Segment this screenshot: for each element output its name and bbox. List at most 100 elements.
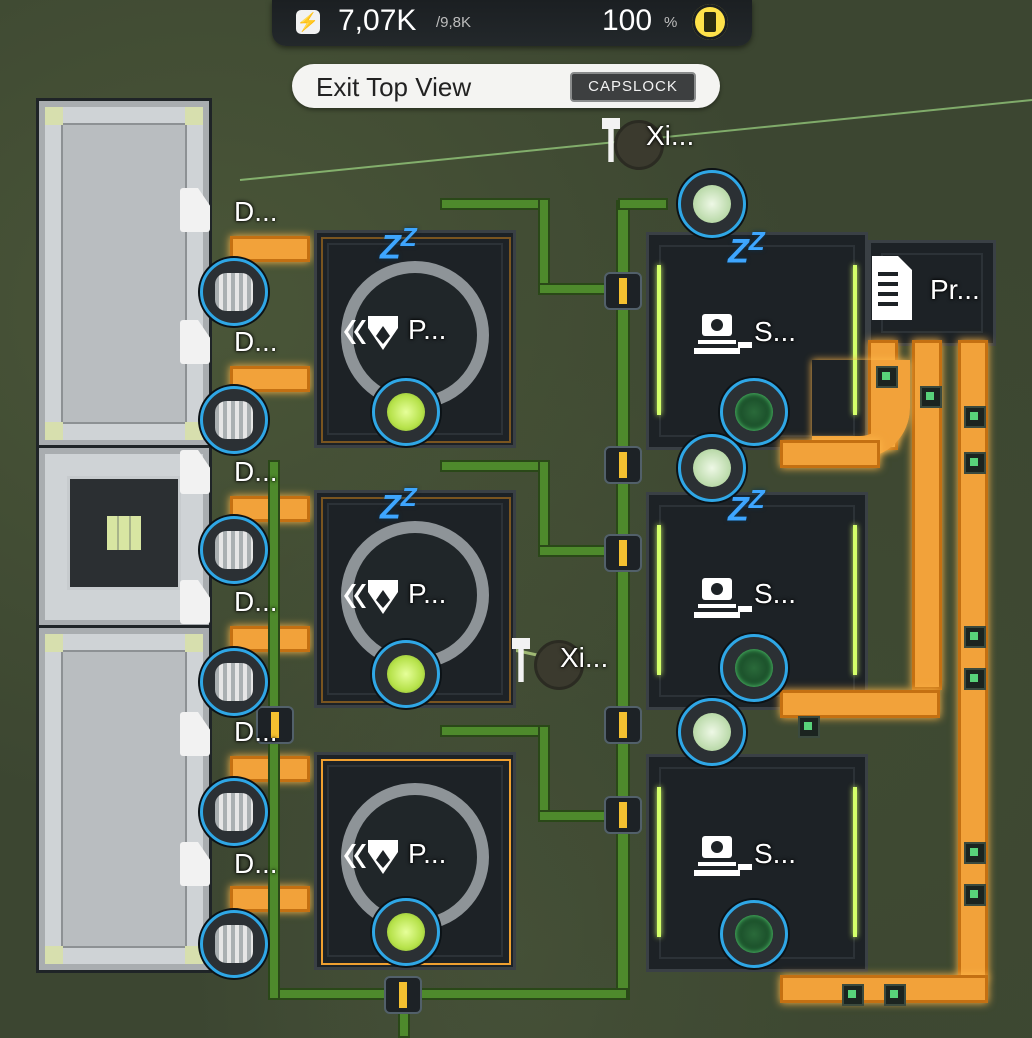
belt-item [842,984,864,1006]
shredder-input-bubble[interactable] [678,434,746,502]
pipe-junction[interactable] [604,706,642,744]
percent-value: 100 [602,4,653,37]
pylon-label: Xi... [560,642,609,673]
depot-corner [45,422,63,440]
exit-top-view-button[interactable]: Exit Top View CAPSLOCK [292,64,720,108]
shredder-glow-right [853,525,857,675]
fluid-pipe [268,988,628,1000]
belt-item [798,716,820,738]
refinery-icon [344,316,398,350]
sleep-indicator-icon: ZZ [728,226,765,271]
fluid-pipe [440,198,550,210]
belt-item [884,984,906,1006]
shredder-label: S... [754,838,797,869]
battery-icon[interactable] [692,4,728,40]
sleep-indicator-icon: ZZ [728,484,765,529]
pipe-junction[interactable] [384,976,422,1014]
depot-corner [185,422,203,440]
ore-output-bubble[interactable] [200,648,268,716]
refiner-label: P... [408,838,447,869]
refiner-output-bubble[interactable] [372,640,440,708]
belt-item [964,452,986,474]
fluid-pipe [538,725,550,820]
depot-core-grid-icon [107,516,141,550]
depot-panel [61,650,187,948]
shredder-label: S... [754,578,797,609]
depot-corner [45,634,63,652]
shredder-output-bubble[interactable] [720,900,788,968]
fluid-pipe [538,460,550,555]
refiner-label: P... [408,314,447,345]
conveyor-belt [958,340,988,980]
depot-corner [45,107,63,125]
conveyor-belt [780,690,940,718]
pipe-junction[interactable] [604,534,642,572]
unloader-label: D... [234,716,278,747]
shredder-icon [694,578,752,618]
shredder-icon [694,836,752,876]
refiner-output-bubble[interactable] [372,378,440,446]
ore-output-bubble[interactable] [200,516,268,584]
fluid-pipe [538,198,550,293]
pipe-junction[interactable] [604,272,642,310]
ore-output-bubble[interactable] [200,258,268,326]
power-value: 7,07K [338,4,417,37]
shredder-glow-right [853,787,857,937]
shredder-output-bubble[interactable] [720,378,788,446]
shredder-icon [694,314,752,354]
shredder-glow-left [657,787,661,937]
shredder-glow-left [657,265,661,415]
unloader-label: D... [234,326,278,357]
unloader-label: D... [234,456,278,487]
shredder-input-bubble[interactable] [678,170,746,238]
shredder-input-bubble[interactable] [678,698,746,766]
protocol-stash-label: Pr... [930,274,980,305]
belt-item [964,884,986,906]
sleep-indicator-icon: ZZ [380,482,417,527]
ore-output-bubble[interactable] [200,386,268,454]
storage-depot-bottom[interactable] [36,625,212,973]
depot-corner [185,634,203,652]
depot-corner [45,946,63,964]
depot-output-belt [230,236,310,262]
unloader-label: D... [234,196,278,227]
relay-pylon-middle[interactable] [534,640,584,690]
refiner-label: P... [408,578,447,609]
sleep-indicator-icon: ZZ [380,222,417,267]
belt-item [920,386,942,408]
relay-pylon-top[interactable] [614,120,664,170]
exit-top-view-label: Exit Top View [316,72,472,102]
depot-corner [185,107,203,125]
stash-icon [872,256,912,320]
refinery-icon [344,580,398,614]
pipe-junction[interactable] [256,706,294,744]
belt-item [964,668,986,690]
fluid-pipe [440,725,550,737]
pipe-junction[interactable] [604,446,642,484]
refiner-output-bubble[interactable] [372,898,440,966]
belt-item [964,626,986,648]
percent-symbol: % [664,14,678,31]
unloader-label: D... [234,586,278,617]
shredder-output-bubble[interactable] [720,634,788,702]
ore-output-bubble[interactable] [200,910,268,978]
depot-panel [61,123,187,424]
power-hud: ⚡ 7,07K /9,8K 100 % [272,0,752,46]
belt-item [964,842,986,864]
storage-depot-top[interactable] [36,98,212,449]
shredder-label: S... [754,316,797,347]
depot-corner [185,946,203,964]
power-capacity: /9,8K [436,14,472,31]
belt-item [964,406,986,428]
pipe-junction[interactable] [604,796,642,834]
ore-output-bubble[interactable] [200,778,268,846]
pylon-label: Xi... [646,120,695,151]
refinery-icon [344,840,398,874]
keybind-badge: CAPSLOCK [570,72,696,102]
conveyor-belt [780,440,880,468]
fluid-pipe [616,200,630,1000]
shredder-glow-right [853,265,857,415]
shredder-glow-left [657,525,661,675]
fluid-pipe [618,198,668,210]
